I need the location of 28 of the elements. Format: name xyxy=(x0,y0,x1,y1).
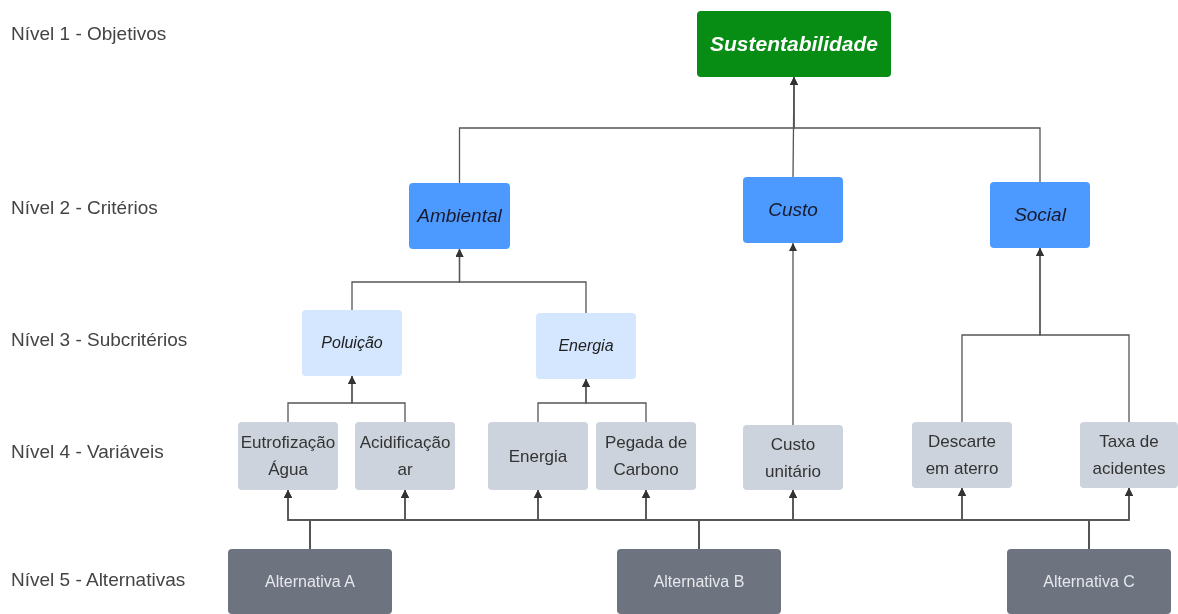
arrow xyxy=(582,378,647,423)
arrow xyxy=(348,375,406,423)
alternative-box: Alternativa A xyxy=(228,549,392,614)
level-label: Nível 2 - Critérios xyxy=(11,195,158,220)
variable-box: Energia xyxy=(488,422,588,490)
arrow xyxy=(1088,487,1133,550)
level-label: Nível 1 - Objetivos xyxy=(11,21,167,46)
variable-box: Descarte em aterro xyxy=(912,422,1012,488)
arrow xyxy=(1036,247,1130,423)
variable-box: Eutrofização Água xyxy=(238,422,338,490)
alternative-box: Alternativa B xyxy=(617,549,781,614)
variable-box: Pegada de Carbono xyxy=(596,422,696,490)
level-label: Nível 4 - Variáveis xyxy=(11,439,164,464)
variable-box: Taxa de acidentes xyxy=(1080,422,1178,488)
level-label: Nível 3 - Subcritérios xyxy=(11,327,188,352)
goal-box: Sustentabilidade xyxy=(697,11,891,77)
arrow xyxy=(789,242,797,426)
subcriterion-box: Poluição xyxy=(302,310,402,376)
criterion-box: Social xyxy=(990,182,1090,248)
arrow xyxy=(790,76,1041,183)
arrow xyxy=(455,248,587,314)
alternative-box: Alternativa C xyxy=(1007,549,1171,614)
variable-box: Acidificação ar xyxy=(355,422,455,490)
level-label: Nível 5 - Alternativas xyxy=(11,567,186,592)
criterion-box: Custo xyxy=(743,177,843,243)
variable-box: Custo unitário xyxy=(743,425,843,490)
criterion-box: Ambiental xyxy=(409,183,510,249)
subcriterion-box: Energia xyxy=(536,313,636,379)
